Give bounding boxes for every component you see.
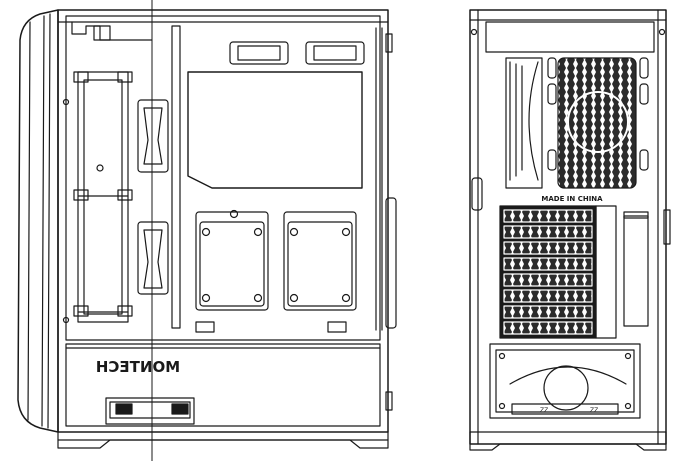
psu-mark-left: ZZ	[540, 407, 548, 414]
expansion-slots	[499, 205, 597, 339]
motherboard-tray	[65, 15, 381, 341]
rear-fan-ring	[567, 91, 629, 153]
cpu-cutout	[187, 71, 363, 189]
io-top-plate	[485, 21, 655, 53]
rear-fan-mesh	[557, 57, 637, 189]
made-in-label: MADE IN CHINA	[541, 195, 603, 203]
slot-retainer	[595, 205, 617, 339]
tray-clip	[195, 321, 215, 333]
top-cutout-left-inner	[237, 45, 281, 61]
rear-handle	[471, 177, 483, 211]
slot-markers	[547, 57, 649, 171]
top-clip	[93, 25, 111, 41]
psu-mark-right: ZZ	[590, 407, 598, 414]
front-panel-outline	[17, 9, 59, 433]
rear-side-vent-cap	[623, 211, 649, 219]
top-cutout-left	[229, 41, 289, 65]
rear-view: MADE IN CHINA ZZ ZZ	[469, 9, 671, 451]
psu-bracket-rear	[511, 403, 619, 415]
chassis-outline	[57, 9, 389, 433]
tray-clip	[327, 321, 347, 333]
rear-feet	[469, 431, 667, 451]
drive-bay-right	[283, 211, 357, 311]
io-shield	[505, 57, 543, 189]
tray-divider	[171, 25, 181, 329]
top-cutout	[71, 21, 153, 41]
psu-opening-inner	[495, 349, 635, 413]
rear-side-vent	[623, 215, 649, 327]
brand-label: MONTECH	[96, 358, 180, 376]
psu-shroud	[65, 343, 381, 427]
screw-hole	[62, 98, 70, 106]
psu-bracket	[105, 397, 195, 425]
rear-latch	[663, 209, 671, 245]
psu-fan-arc	[509, 366, 627, 385]
fan-bracket	[77, 71, 129, 323]
psu-fan	[543, 365, 589, 411]
cable-grommet-lower	[137, 221, 169, 295]
cable-grommet-upper	[137, 99, 169, 173]
screw-hole	[658, 28, 666, 36]
psu-opening	[489, 343, 641, 419]
io-shield-curve	[509, 61, 539, 181]
side-ribs	[375, 27, 397, 411]
psu-screws	[498, 352, 632, 410]
top-cutout-right-inner	[313, 45, 357, 61]
front-panel-edge-2	[41, 15, 45, 427]
top-cutout-right	[305, 41, 365, 65]
drive-bay-left	[195, 209, 269, 311]
side-view: MONTECH	[17, 0, 397, 462]
front-panel-edge	[27, 21, 31, 421]
fan-bracket-inner	[83, 79, 123, 315]
screw-hole	[62, 316, 70, 324]
bracket-clips	[73, 71, 133, 317]
screw-hole	[470, 28, 478, 36]
screw-hole	[96, 164, 104, 172]
front-panel-edge-3	[47, 13, 51, 429]
